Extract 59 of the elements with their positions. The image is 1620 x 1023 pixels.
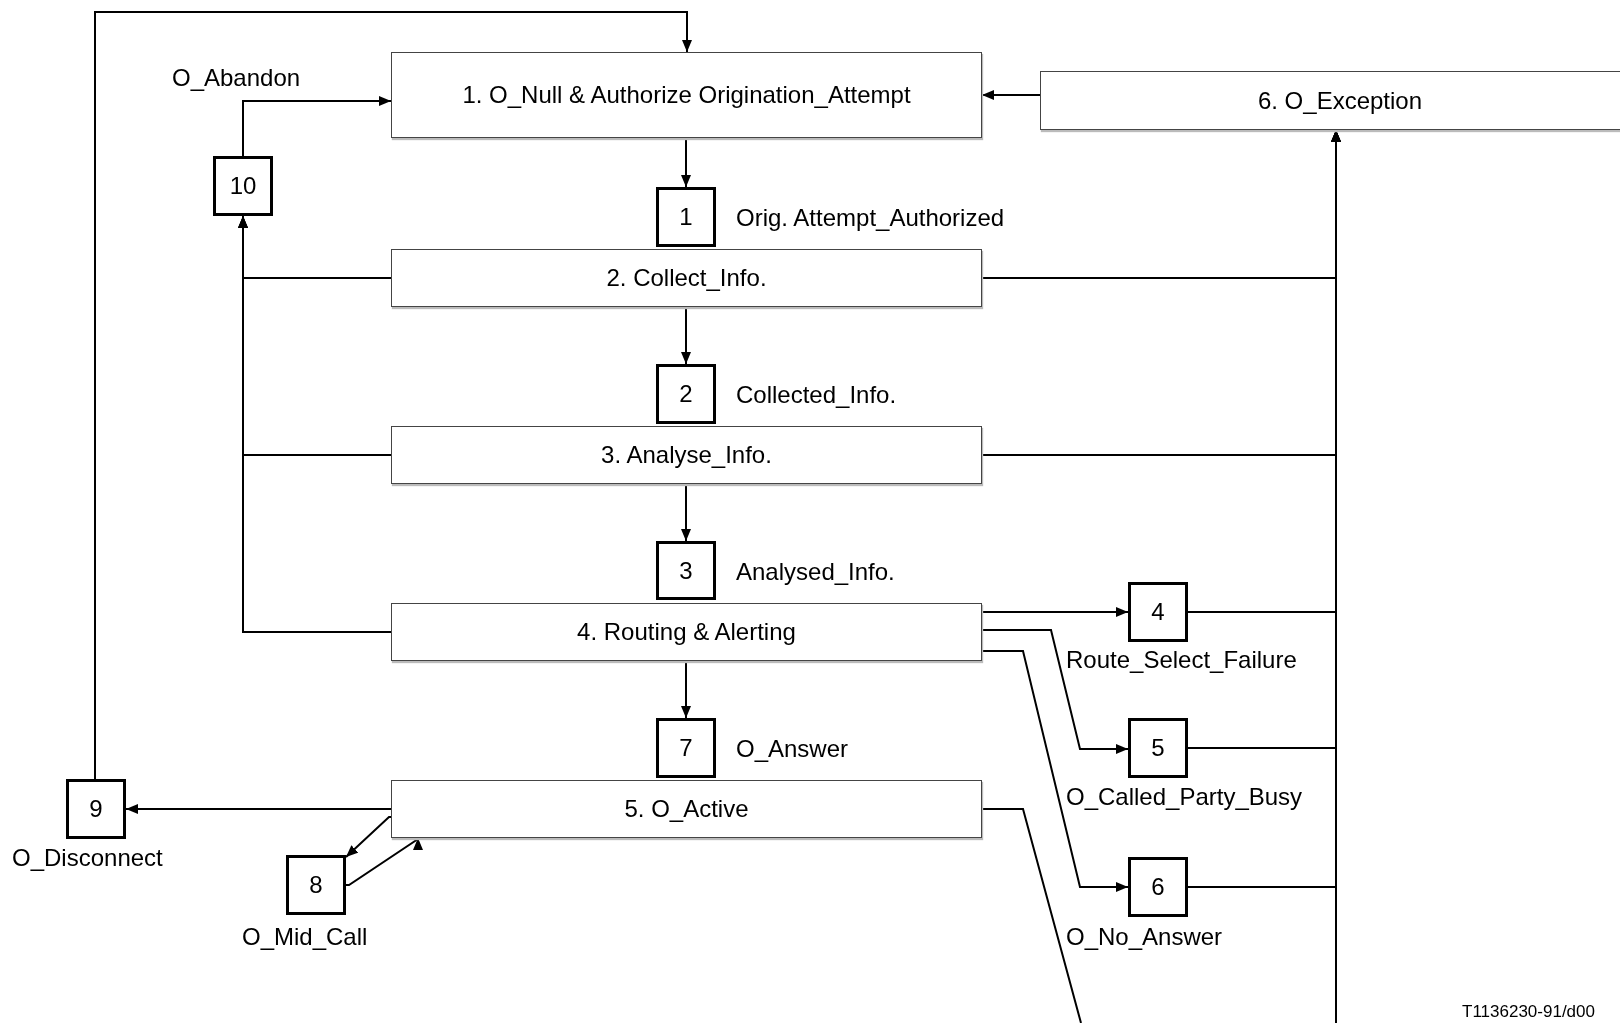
state-label: 6. O_Exception xyxy=(1257,86,1423,115)
point-number: 1 xyxy=(679,203,693,231)
state-label: 4. Routing & Alerting xyxy=(577,618,796,646)
arrow xyxy=(1187,129,1341,888)
event-label: O_No_Answer xyxy=(1066,923,1223,951)
event-label: O_Called_Party_Busy xyxy=(1066,783,1303,811)
detection-point-box xyxy=(656,541,716,600)
arrow xyxy=(981,90,1041,100)
process-box xyxy=(391,52,982,138)
figure-id: T1136230-91/d00 xyxy=(1462,1002,1595,1022)
detection-point-box xyxy=(656,718,716,778)
point-number: 10 xyxy=(229,172,257,200)
point-number: 9 xyxy=(89,795,103,823)
point-number: 2 xyxy=(679,380,693,408)
arrow xyxy=(94,11,692,780)
detection-point-box xyxy=(66,779,126,839)
connector-line xyxy=(981,808,1082,1023)
state-label: 2. Collect_Info. xyxy=(606,264,767,292)
arrow xyxy=(681,137,691,188)
process-box xyxy=(391,780,982,838)
process-box xyxy=(391,426,982,484)
event-label: Collected_Info. xyxy=(736,381,897,409)
point-number: 3 xyxy=(679,556,693,585)
point-number: 6 xyxy=(1151,873,1165,901)
state-label: 3. Analyse_Info. xyxy=(601,441,772,469)
detection-point-box xyxy=(1128,582,1188,642)
arrow xyxy=(981,629,1129,754)
detection-point-box xyxy=(1128,718,1188,778)
detection-point-box xyxy=(213,156,273,216)
event-label: O_Answer xyxy=(736,735,849,763)
arrow xyxy=(345,837,423,886)
arrow xyxy=(681,660,691,719)
arrow xyxy=(238,215,392,633)
process-box xyxy=(1040,71,1620,130)
event-label: Analysed_Info. xyxy=(736,558,895,586)
point-number: 4 xyxy=(1151,598,1165,626)
point-number: 5 xyxy=(1151,734,1165,762)
point-number: 8 xyxy=(309,871,323,899)
detection-point-box xyxy=(656,187,716,247)
event-label: O_Abandon xyxy=(172,64,301,92)
detection-point-box xyxy=(1128,857,1188,917)
detection-point-box xyxy=(656,364,716,424)
event-label: Route_Select_Failure xyxy=(1066,646,1297,674)
event-label: Orig. Attempt_Authorized xyxy=(736,204,1005,232)
arrow xyxy=(681,306,691,365)
arrow xyxy=(345,816,392,859)
point-number: 7 xyxy=(679,734,693,762)
state-label: 5. O_Active xyxy=(624,795,749,823)
arrow xyxy=(242,96,392,157)
arrow xyxy=(681,483,691,542)
arrow xyxy=(981,650,1129,892)
arrow xyxy=(981,607,1129,617)
event-label: O_Disconnect xyxy=(12,844,163,872)
process-box xyxy=(391,249,982,307)
arrow xyxy=(125,804,392,814)
state-label: 1. O_Null & Authorize Origination_Attempt xyxy=(462,81,911,109)
process-box xyxy=(391,603,982,661)
detection-point-box xyxy=(286,855,346,915)
event-label: O_Mid_Call xyxy=(242,923,368,951)
